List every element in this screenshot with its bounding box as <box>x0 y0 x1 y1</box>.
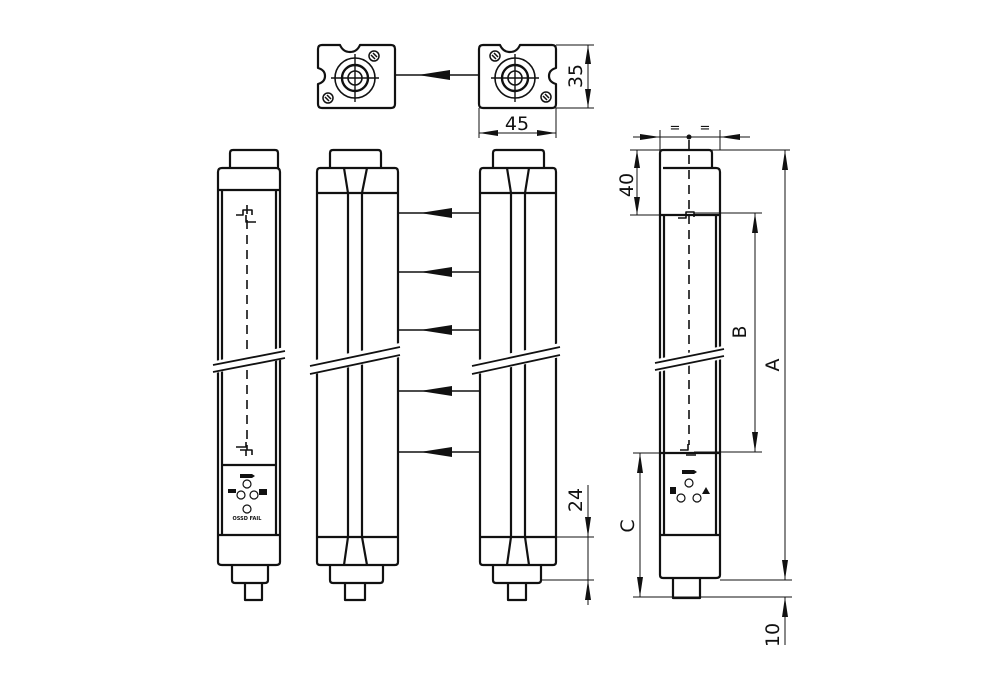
dimension-b: B <box>694 212 762 453</box>
stop-icon <box>670 487 676 494</box>
beam-arrow <box>397 446 481 458</box>
status-led <box>236 490 246 500</box>
screw-icon <box>489 50 501 62</box>
dimension-a: A <box>720 150 792 581</box>
dimension-equal: = = <box>633 121 750 150</box>
screw-icon <box>368 50 380 62</box>
warning-icon <box>702 487 710 494</box>
status-led <box>242 504 252 514</box>
status-led <box>684 478 694 488</box>
ossd-fail-label: OSSD FAIL <box>233 516 263 522</box>
receive-icon <box>259 489 267 495</box>
dimension-c: C <box>617 452 792 598</box>
dimension-40: 40 <box>616 149 790 216</box>
top-view-left <box>316 43 397 110</box>
beam-arrows <box>397 208 481 458</box>
equal-mark-left: = <box>670 121 681 136</box>
status-led <box>242 479 252 489</box>
dimension-b-label: B <box>729 325 751 338</box>
device-side-view-right <box>478 148 558 602</box>
beam-arrow <box>397 385 481 397</box>
device-side-view-left <box>315 148 400 602</box>
transmit-icon <box>228 489 236 493</box>
dimension-c-label: C <box>617 519 639 532</box>
power-icon <box>682 470 697 474</box>
status-led <box>676 493 686 503</box>
dimension-10-label: 10 <box>762 623 784 647</box>
screw-icon <box>322 92 334 104</box>
dimension-40-label: 40 <box>616 173 638 197</box>
dimension-45: 45 <box>478 108 557 138</box>
dimension-24-label: 24 <box>565 488 587 512</box>
beam-arrow <box>397 266 481 278</box>
status-leds: OSSD FAIL <box>228 474 267 522</box>
status-led <box>249 490 259 500</box>
break-lines <box>210 342 728 376</box>
dimension-10: 10 <box>762 597 788 647</box>
equal-mark-right: = <box>700 121 711 136</box>
beam-arrow <box>397 324 481 336</box>
device-dimensioned-view <box>658 140 722 600</box>
dimension-24: 24 <box>541 485 594 605</box>
top-arrow <box>395 70 479 80</box>
connector-icon <box>489 52 541 104</box>
dimension-35-label: 35 <box>565 64 587 88</box>
top-view-right <box>477 43 558 110</box>
status-led <box>692 493 702 503</box>
device-front-view: OSSD FAIL <box>216 148 282 602</box>
beam-arrow <box>398 208 480 218</box>
dimension-a-label: A <box>762 359 784 372</box>
screw-icon <box>540 91 552 103</box>
dimension-45-label: 45 <box>505 113 529 135</box>
power-icon <box>240 474 255 478</box>
dimension-35: 35 <box>556 44 594 109</box>
